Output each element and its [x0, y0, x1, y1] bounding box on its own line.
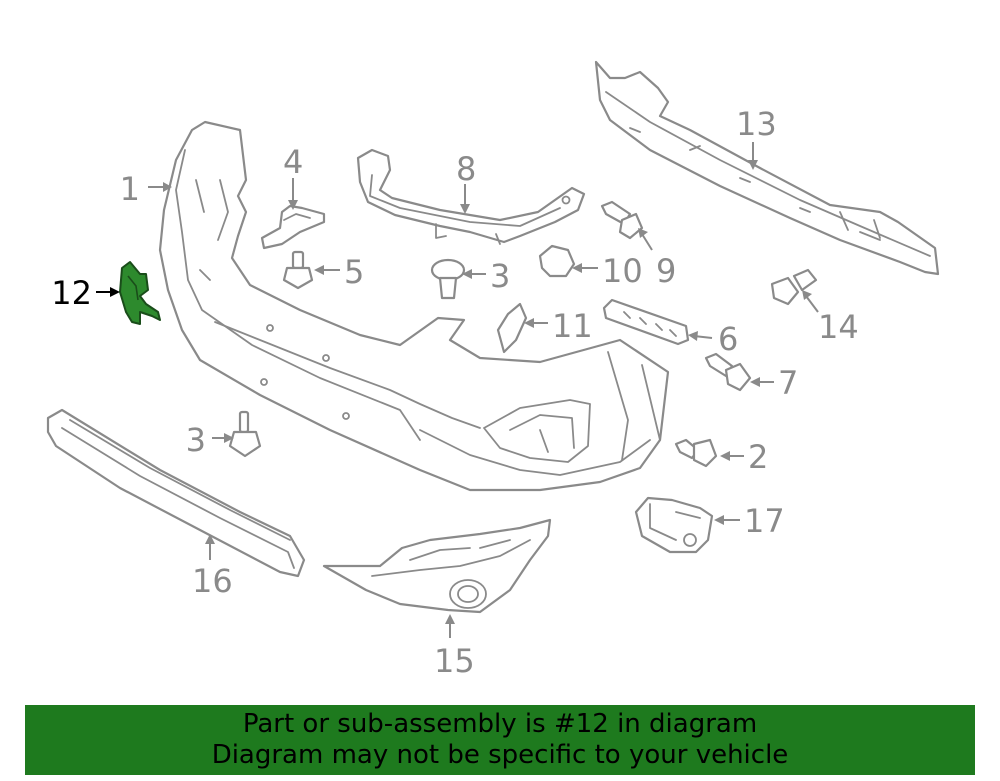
part-4-bracket[interactable] [260, 204, 326, 250]
callout-9[interactable]: 9 [656, 252, 676, 290]
callout-10[interactable]: 10 [602, 252, 643, 290]
callout-arrows [96, 142, 819, 638]
part-7-bolt[interactable] [704, 352, 752, 392]
parts-diagram: 1 2 3 3 4 5 6 7 8 9 10 11 12 13 14 15 16… [46, 60, 940, 680]
callout-3-upper[interactable]: 3 [490, 257, 510, 295]
part-1-bumper-cover[interactable] [158, 120, 670, 492]
part-14-bolt[interactable] [770, 268, 818, 306]
part-9-bolt[interactable] [600, 200, 644, 240]
info-banner: Part or sub-assembly is #12 in diagram D… [25, 705, 975, 775]
callout-17[interactable]: 17 [744, 502, 785, 540]
part-11-bracket[interactable] [496, 302, 528, 354]
callout-14[interactable]: 14 [818, 308, 859, 346]
callout-11[interactable]: 11 [552, 307, 593, 345]
part-12-bracket-highlighted[interactable] [119, 261, 161, 325]
callout-2[interactable]: 2 [748, 438, 768, 476]
part-3-clip-upper[interactable] [430, 258, 466, 300]
callout-labels: 1 2 3 3 4 5 6 7 8 9 10 11 12 13 14 15 16… [51, 105, 858, 680]
part-3-bolt-lower[interactable] [228, 410, 262, 458]
part-10-nut[interactable] [538, 244, 576, 278]
callout-4[interactable]: 4 [283, 143, 303, 181]
callout-13[interactable]: 13 [736, 105, 777, 143]
callout-12-selected[interactable]: 12 [51, 274, 92, 312]
callout-6[interactable]: 6 [718, 320, 738, 358]
part-2-clip[interactable] [674, 438, 718, 468]
part-17-sensor[interactable] [634, 496, 714, 554]
callout-5[interactable]: 5 [344, 253, 364, 291]
callout-8[interactable]: 8 [456, 150, 476, 188]
callout-3-lower[interactable]: 3 [186, 421, 206, 459]
part-13-reinforcement[interactable] [594, 60, 940, 276]
part-6-strip[interactable] [602, 298, 690, 346]
part-15-fog-bezel[interactable] [322, 518, 552, 614]
callout-1[interactable]: 1 [120, 170, 140, 208]
callout-15[interactable]: 15 [434, 642, 475, 680]
callout-7[interactable]: 7 [778, 364, 798, 402]
banner-line-2: Diagram may not be specific to your vehi… [211, 740, 789, 770]
part-8-bracket[interactable] [356, 148, 586, 245]
part-16-lower-grille[interactable] [46, 408, 306, 578]
callout-16[interactable]: 16 [192, 562, 233, 600]
banner-line-1: Part or sub-assembly is #12 in diagram [242, 709, 758, 739]
part-5-bolt[interactable] [282, 250, 314, 290]
